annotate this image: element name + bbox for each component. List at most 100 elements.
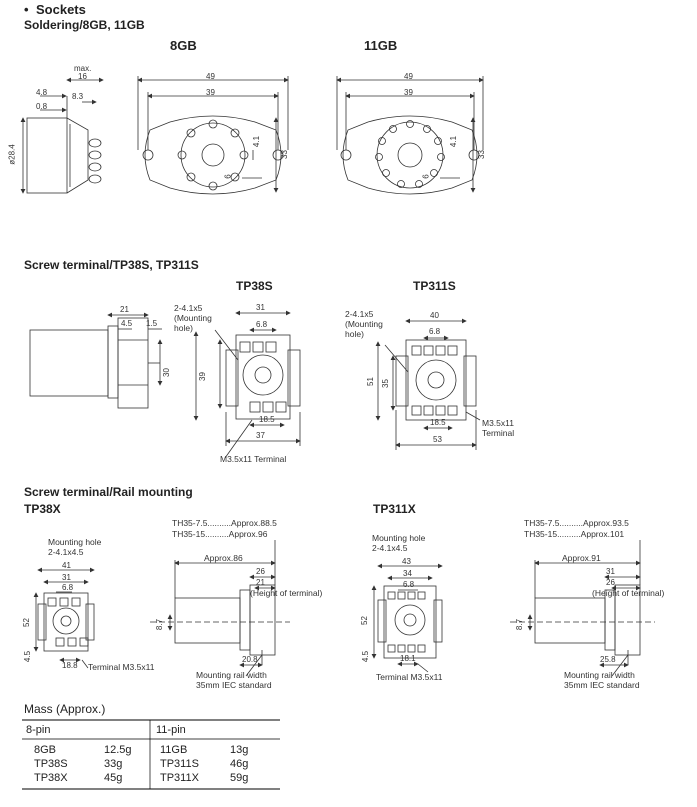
dim-tp38s-37: 37: [256, 431, 265, 440]
dim-tp311x-6-8: 6.8: [403, 580, 415, 589]
tp38x-rail-label: Mounting rail width 35mm IEC standard: [196, 670, 272, 690]
mass-row-2-av: 45g: [104, 772, 123, 784]
tp38s-terminal-label: M3.5x11 Terminal: [220, 454, 287, 464]
dim-tp311x-25-8: 25.8: [600, 655, 616, 664]
dim-11gb-6: 6: [421, 174, 431, 179]
tp311x-front-view: [371, 563, 443, 673]
tp311s-front-view: [375, 318, 481, 450]
dim-tp38x-approx86: Approx.86: [204, 553, 243, 563]
dim-tp311s-40: 40: [430, 311, 439, 320]
mass-row-1-av: 33g: [104, 758, 123, 770]
dim-0-8: 0.8: [36, 102, 48, 111]
dim-16: 16: [78, 72, 87, 81]
section-bullet: •: [24, 2, 29, 17]
dim-tp38x-4-5: 4.5: [23, 650, 33, 663]
tp311x-terminal-label: Terminal M3.5x11: [376, 672, 443, 682]
dim-4-8: 4.8: [36, 88, 48, 97]
tp38x-height-of-terminal: (Height of terminal): [250, 588, 323, 598]
tp38s-front-view: [193, 310, 301, 459]
dim-tp311x-34: 34: [403, 569, 412, 578]
dim-screw-30: 30: [161, 368, 171, 377]
dim-11gb-33: 33: [476, 150, 486, 159]
dim-tp38x-41: 41: [62, 561, 71, 570]
label-11gb: 11GB: [364, 38, 398, 53]
dim-tp311x-52: 52: [359, 616, 369, 625]
mass-title: Mass (Approx.): [24, 702, 106, 716]
mass-row-2-b: TP311X: [160, 772, 199, 784]
dim-screw-4-5: 4.5: [121, 319, 133, 328]
dim-tp311x-26: 26: [606, 578, 615, 587]
dim-screw-21: 21: [120, 305, 129, 314]
tp38x-terminal-label: Terminal M3.5x11: [88, 662, 155, 672]
dim-tp311x-8-7: 8.7: [515, 618, 525, 631]
tp311x-th35-15: TH35-15..........Approx.101: [524, 529, 625, 539]
tp311x-side-view: [510, 540, 655, 677]
mass-row-1-a: TP38S: [34, 758, 68, 770]
tp311x-rail-label: Mounting rail width 35mm IEC standard: [564, 670, 640, 690]
dim-8gb-39: 39: [206, 88, 215, 97]
dim-tp38s-18-5: 18.5: [259, 415, 275, 424]
label-tp38s: TP38S: [236, 279, 273, 293]
tp38x-mounting-hole-label: Mounting hole 2-4.1x4.5: [48, 537, 102, 557]
tp311s-terminal-label: M3.5x11 Terminal: [482, 418, 515, 438]
dim-diameter: ø28.4: [7, 144, 17, 165]
dim-tp38x-52: 52: [21, 618, 31, 627]
dim-tp311x-approx91: Approx.91: [562, 553, 601, 563]
dim-tp311x-4-5: 4.5: [361, 650, 371, 663]
8gb-front-view: [137, 76, 289, 195]
dim-tp311s-35: 35: [380, 379, 390, 388]
dim-8gb-33: 33: [279, 150, 289, 159]
dim-8gb-49: 49: [206, 72, 215, 81]
tp311x-mounting-hole-label: Mounting hole 2-4.1x4.5: [372, 533, 426, 553]
label-tp311x: TP311X: [373, 502, 416, 516]
mass-head-8pin: 8-pin: [26, 724, 51, 736]
dim-tp38x-21: 21: [256, 578, 265, 587]
mass-row-0-bv: 13g: [230, 744, 249, 756]
dim-tp38s-31: 31: [256, 303, 265, 312]
label-tp38x: TP38X: [24, 502, 61, 516]
mass-row-2-a: TP38X: [34, 772, 68, 784]
screw-side-view: [29, 312, 163, 409]
mass-row-0-a: 8GB: [34, 744, 57, 756]
mass-head-11pin: 11-pin: [156, 724, 186, 736]
dim-tp38s-39: 39: [197, 372, 207, 381]
dim-tp311x-43: 43: [402, 557, 411, 566]
tp38x-front-view: [33, 567, 95, 669]
dim-tp38s-6-8: 6.8: [256, 320, 268, 329]
dim-tp38x-8-7: 8.7: [155, 618, 165, 631]
dim-tp38x-20-8: 20.8: [242, 655, 258, 664]
soldering-subtitle: Soldering/8GB, 11GB: [24, 18, 145, 32]
dim-tp311s-18-5: 18.5: [430, 418, 446, 427]
dim-8-3: 8.3: [72, 92, 84, 101]
tp38x-th35-7-5: TH35-7.5..........Approx.88.5: [172, 518, 277, 528]
dim-tp311x-31: 31: [606, 567, 615, 576]
dim-11gb-4-1: 4.1: [449, 135, 459, 148]
rail-mount-title: Screw terminal/Rail mounting: [24, 485, 193, 499]
page-title: Sockets: [36, 2, 86, 17]
mass-row-0-av: 12.5g: [104, 744, 132, 756]
dim-max: max.: [74, 64, 92, 73]
dim-screw-1-5: 1.5: [146, 319, 158, 328]
label-8gb: 8GB: [170, 38, 197, 53]
dim-8gb-4-1: 4.1: [252, 135, 262, 148]
mass-row-0-b: 11GB: [160, 744, 188, 756]
dim-tp311s-53: 53: [433, 435, 442, 444]
dim-tp311x-18-1: 18.1: [400, 654, 416, 663]
dim-11gb-39: 39: [404, 88, 413, 97]
11gb-front-view: [336, 76, 484, 195]
label-tp311s: TP311S: [413, 279, 456, 293]
mass-row-2-bv: 59g: [230, 772, 249, 784]
tp38x-side-view: [150, 540, 290, 677]
solder-side-view: [20, 77, 104, 194]
dim-tp38x-6-8: 6.8: [62, 583, 74, 592]
dim-tp38x-18-8: 18.8: [62, 661, 78, 670]
dim-tp311s-6-8: 6.8: [429, 327, 441, 336]
tp38x-th35-15: TH35-15..........Approx.96: [172, 529, 268, 539]
screw-terminal-title: Screw terminal/TP38S, TP311S: [24, 258, 199, 272]
mass-row-1-bv: 46g: [230, 758, 249, 770]
tp311x-height-of-terminal: (Height of terminal): [592, 588, 665, 598]
mass-row-1-b: TP311S: [160, 758, 199, 770]
dim-tp311s-51: 51: [365, 377, 375, 386]
tp311s-mounting-hole-label: 2-4.1x5 (Mounting hole): [345, 309, 383, 339]
